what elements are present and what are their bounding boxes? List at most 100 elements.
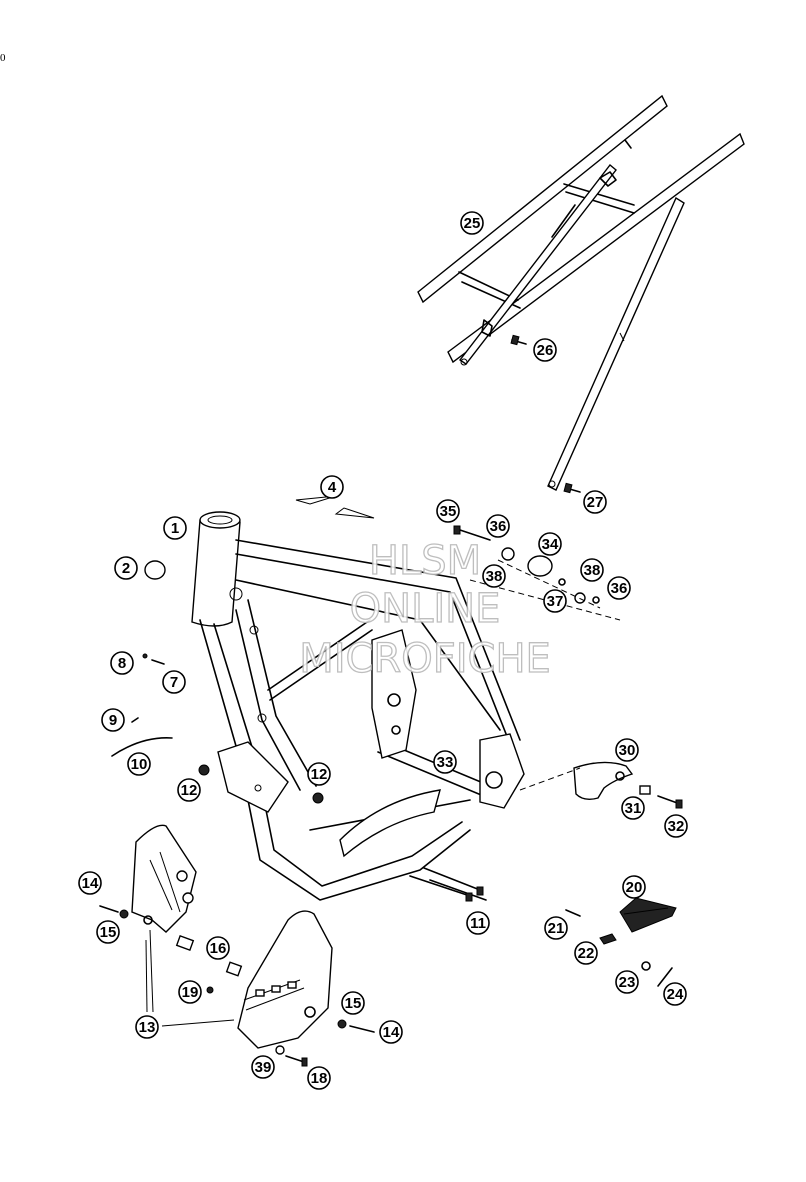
callout-circle [580, 558, 604, 582]
callout-circle [177, 778, 201, 802]
callout-number: 10 [131, 756, 148, 773]
subframe-bolts [510, 334, 581, 494]
callout-number: 22 [578, 945, 595, 962]
callout-circle [127, 752, 151, 776]
callout-number: 35 [440, 503, 457, 520]
callout-number: 9 [109, 712, 117, 729]
callout-circle [341, 991, 365, 1015]
callout-31: 31 [621, 796, 645, 820]
callout-number: 8 [118, 655, 126, 672]
callout-number: 20 [626, 879, 643, 896]
callout-14: 14 [78, 871, 102, 895]
callout-10: 10 [127, 752, 151, 776]
callout-number: 4 [328, 479, 337, 496]
callout-circle [178, 980, 202, 1004]
callout-number: 31 [625, 800, 642, 817]
footpeg-drawing [565, 897, 677, 987]
right-guard-drawing [206, 910, 375, 1067]
callout-24: 24 [663, 982, 687, 1006]
callout-number: 30 [619, 742, 636, 759]
callout-38: 38 [580, 558, 604, 582]
callout-circle [379, 1020, 403, 1044]
callout-38: 38 [482, 564, 506, 588]
callout-37: 37 [543, 589, 567, 613]
callout-number: 38 [486, 568, 503, 585]
callout-circle [533, 338, 557, 362]
callout-circle [433, 750, 457, 774]
callout-circle [101, 708, 125, 732]
engine-bolts [409, 867, 487, 902]
callout-circle [206, 936, 230, 960]
frame-cap [144, 560, 166, 580]
callout-circle [320, 475, 344, 499]
callout-36: 36 [607, 576, 631, 600]
callout-number: 1 [171, 520, 179, 537]
callout-number: 39 [255, 1059, 272, 1076]
rear-bracket-drawing [573, 761, 683, 809]
callout-circle [615, 970, 639, 994]
callout-circle [607, 576, 631, 600]
callout-35: 35 [436, 499, 460, 523]
callout-26: 26 [533, 338, 557, 362]
callout-number: 33 [437, 754, 454, 771]
callout-circle [583, 490, 607, 514]
small-fasteners-left [111, 653, 324, 804]
callout-19: 19 [178, 980, 202, 1004]
watermark-line-1: HLSM [369, 538, 481, 584]
callout-circle [621, 796, 645, 820]
callout-number: 15 [345, 995, 362, 1012]
callout-number: 37 [547, 593, 564, 610]
callout-number: 2 [122, 560, 130, 577]
callout-circle [307, 762, 331, 786]
callout-15: 15 [96, 920, 120, 944]
callout-number: 36 [490, 518, 507, 535]
callout-8: 8 [110, 651, 134, 675]
callout-circle [96, 920, 120, 944]
callout-16: 16 [206, 936, 230, 960]
main-frame-drawing [191, 511, 525, 901]
callout-36: 36 [486, 514, 510, 538]
callout-circle [482, 564, 506, 588]
callout-number: 24 [667, 986, 684, 1003]
callout-number: 27 [587, 494, 604, 511]
watermark: HLSM ONLINE MICROFICHE [299, 537, 552, 682]
callout-circle [460, 211, 484, 235]
callout-circle [486, 514, 510, 538]
callout-number: 12 [181, 782, 198, 799]
callout-20: 20 [622, 875, 646, 899]
callout-25: 25 [460, 211, 484, 235]
callout-number: 12 [311, 766, 328, 783]
callout-22: 22 [574, 941, 598, 965]
callout-number: 36 [611, 580, 628, 597]
callout-number: 14 [383, 1024, 400, 1041]
callout-circle [162, 670, 186, 694]
callout-12: 12 [177, 778, 201, 802]
callout-number: 18 [311, 1070, 328, 1087]
callout-circle [543, 589, 567, 613]
callout-18: 18 [307, 1066, 331, 1090]
callout-2: 2 [114, 556, 138, 580]
callout-12: 12 [307, 762, 331, 786]
callout-33: 33 [433, 750, 457, 774]
callout-circle [622, 875, 646, 899]
callout-32: 32 [664, 814, 688, 838]
corner-mark: 0 [0, 52, 6, 64]
callout-circle [544, 916, 568, 940]
callout-circle [574, 941, 598, 965]
callout-34: 34 [538, 532, 562, 556]
callout-1: 1 [163, 516, 187, 540]
callout-circle [110, 651, 134, 675]
callout-circle [664, 814, 688, 838]
callout-circle [163, 516, 187, 540]
callout-circle [436, 499, 460, 523]
callout-15: 15 [341, 991, 365, 1015]
shock-mount-drawing [453, 525, 601, 609]
callout-number: 26 [537, 342, 554, 359]
callout-number: 7 [170, 674, 178, 691]
callout-number: 13 [139, 1019, 156, 1036]
watermark-line-3: MICROFICHE [299, 636, 551, 682]
callout-13: 13 [135, 1015, 159, 1039]
callout-30: 30 [615, 738, 639, 762]
callout-number: 15 [100, 924, 117, 941]
callout-14: 14 [379, 1020, 403, 1044]
